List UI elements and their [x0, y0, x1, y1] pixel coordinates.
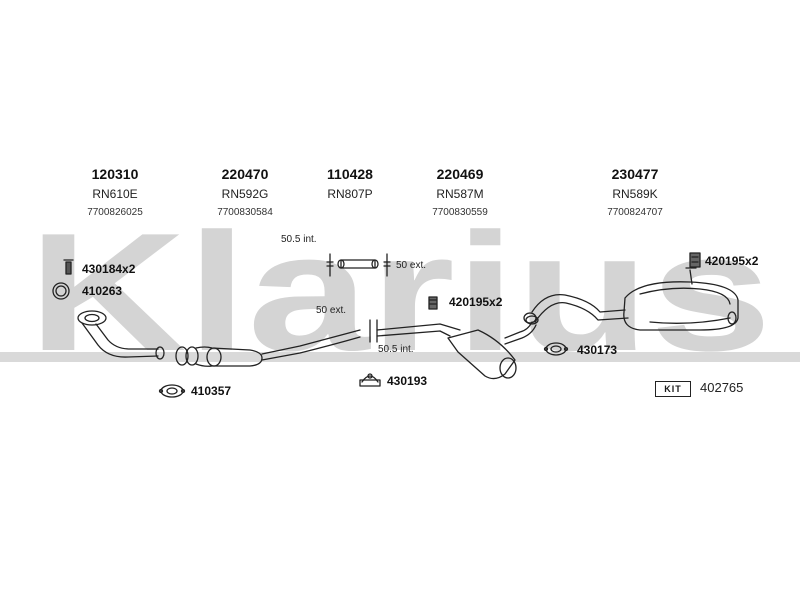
flange-gasket-icon: [158, 384, 186, 398]
accessory-label: 410263: [82, 284, 123, 298]
kit-badge: KIT: [655, 381, 691, 397]
dimension-label: 50.5 int.: [378, 344, 414, 355]
part-number: 120310: [91, 166, 139, 182]
bolt-icon: [63, 259, 74, 275]
gasket-ring-icon: [52, 282, 70, 300]
part-reference: RN610E: [92, 187, 138, 201]
part-reference: RN807P: [327, 187, 373, 201]
intermediate-silencer: [376, 315, 539, 380]
dimension-label: 50 ext.: [316, 305, 347, 316]
part-oem-number: 7700830584: [217, 207, 273, 218]
part-number: 230477: [611, 166, 659, 182]
part-oem-number: 7700826025: [87, 207, 143, 218]
part-header-1: 120310 RN610E 7700826025: [45, 166, 185, 218]
part-header-5: 230477 RN589K 7700824707: [565, 166, 705, 218]
bracket-icon: [689, 252, 701, 268]
part-number: 220470: [221, 166, 269, 182]
part-oem-number: 7700830559: [432, 207, 488, 218]
kit-number: 402765: [700, 380, 744, 395]
dimension-label: 50 ext.: [396, 260, 427, 271]
part-reference: RN587M: [436, 187, 484, 201]
watermark-baseline: [0, 352, 800, 362]
connector-pipe: [326, 253, 391, 277]
dimension-label: 50.5 int.: [281, 234, 317, 245]
accessory-label: 410357: [191, 384, 232, 398]
part-header-4: 220469 RN587M 7700830559: [390, 166, 530, 218]
accessory-label: 430184x2: [82, 262, 136, 276]
gasket-oval-icon: [543, 342, 569, 356]
part-reference: RN589K: [612, 187, 658, 201]
clamp-icon: [428, 296, 438, 310]
part-header-2: 220470 RN592G 7700830584: [175, 166, 315, 218]
accessory-label: 430193: [387, 374, 428, 388]
part-oem-number: 7700824707: [607, 207, 663, 218]
rear-silencer: [523, 267, 739, 331]
front-pipe: [77, 310, 165, 360]
accessory-label: 420195x2: [705, 254, 759, 268]
catalyst-silencer: [175, 329, 361, 367]
part-number: 220469: [436, 166, 484, 182]
accessory-label: 430173: [577, 343, 618, 357]
part-header-3: 110428 RN807P: [280, 166, 420, 207]
part-number: 110428: [327, 166, 373, 182]
rubber-mount-icon: [359, 373, 381, 387]
accessory-label: 420195x2: [449, 295, 503, 309]
part-reference: RN592G: [221, 187, 269, 201]
